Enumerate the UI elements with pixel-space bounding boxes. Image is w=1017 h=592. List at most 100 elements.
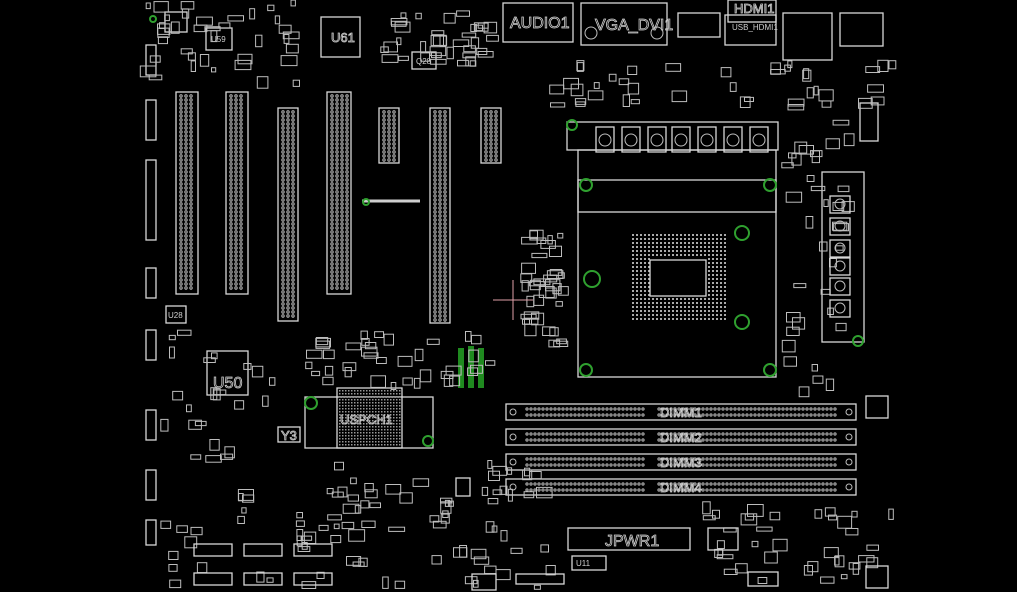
slot[interactable] xyxy=(429,107,451,324)
ball xyxy=(712,302,714,304)
slot[interactable] xyxy=(175,91,199,295)
ball xyxy=(724,250,726,252)
ball xyxy=(369,432,371,434)
pin xyxy=(281,122,285,126)
slot[interactable] xyxy=(277,107,299,322)
pin xyxy=(829,407,833,411)
ball xyxy=(366,435,368,437)
pin xyxy=(291,202,295,206)
pin xyxy=(335,226,339,230)
u50-chip[interactable] xyxy=(206,350,249,396)
slot[interactable] xyxy=(225,91,249,295)
ball xyxy=(363,390,365,392)
audio-connector[interactable] xyxy=(502,2,574,43)
smd-part xyxy=(806,87,814,99)
dimm-slot[interactable] xyxy=(505,403,857,421)
pin xyxy=(561,432,565,436)
u59-label: U59 xyxy=(211,35,226,44)
ball xyxy=(348,444,350,446)
smd-part xyxy=(443,374,454,387)
pch-chip[interactable]: USPCH1 xyxy=(304,387,434,449)
pin xyxy=(709,482,713,486)
hdmi-connector[interactable] xyxy=(727,0,777,23)
ball xyxy=(712,314,714,316)
jpwr1-connector[interactable] xyxy=(567,527,691,551)
pin xyxy=(749,407,753,411)
smd-part xyxy=(757,577,768,584)
ball xyxy=(712,266,714,268)
usb-connector[interactable] xyxy=(677,12,721,38)
usb-hdmi-connector[interactable] xyxy=(724,14,777,46)
pin xyxy=(281,182,285,186)
ball xyxy=(378,438,380,440)
smd-part xyxy=(176,525,188,533)
ball xyxy=(692,246,694,248)
pin xyxy=(286,186,290,190)
usb-lan-connector[interactable] xyxy=(839,12,884,47)
pin xyxy=(484,130,488,134)
pin xyxy=(286,250,290,254)
pin xyxy=(641,432,645,436)
ball xyxy=(716,318,718,320)
ball xyxy=(708,294,710,296)
u61-label: U61 xyxy=(331,30,355,45)
smd-part xyxy=(348,529,366,542)
ball xyxy=(708,238,710,240)
pin xyxy=(239,126,243,130)
lan-connector[interactable] xyxy=(782,12,833,61)
u28-chip[interactable] xyxy=(165,305,187,324)
dimm-slot[interactable] xyxy=(505,453,857,471)
pin xyxy=(593,488,597,492)
pin xyxy=(757,432,761,436)
ball xyxy=(692,310,694,312)
ball xyxy=(342,405,344,407)
slot[interactable] xyxy=(378,107,400,164)
pin xyxy=(340,270,344,274)
vga-dvi-connector[interactable] xyxy=(580,2,668,46)
pin xyxy=(340,154,344,158)
pin xyxy=(291,146,295,150)
y3-crystal[interactable] xyxy=(277,426,301,443)
pin xyxy=(773,407,777,411)
pin xyxy=(345,226,349,230)
pin xyxy=(239,194,243,198)
pin xyxy=(189,230,193,234)
pin xyxy=(340,174,344,178)
pin xyxy=(494,118,498,122)
pin xyxy=(443,178,447,182)
pin xyxy=(340,106,344,110)
pin xyxy=(637,457,641,461)
pin xyxy=(340,186,344,190)
slot[interactable] xyxy=(326,91,352,295)
pin xyxy=(677,407,681,411)
ball xyxy=(369,402,371,404)
pin xyxy=(489,134,493,138)
pin xyxy=(785,488,789,492)
pin xyxy=(179,270,183,274)
pin xyxy=(625,432,629,436)
pin xyxy=(489,142,493,146)
dimm-slot[interactable] xyxy=(505,478,857,496)
u61-chip[interactable] xyxy=(320,16,361,58)
smd-part xyxy=(184,536,198,549)
cpu-socket[interactable] xyxy=(566,121,865,378)
pin xyxy=(443,206,447,210)
pin xyxy=(443,214,447,218)
ball xyxy=(636,254,638,256)
pin xyxy=(829,457,833,461)
slot[interactable] xyxy=(480,107,502,164)
pin xyxy=(609,432,613,436)
pin xyxy=(621,407,625,411)
ball xyxy=(387,432,389,434)
dimm-slot[interactable] xyxy=(505,428,857,446)
pin xyxy=(601,432,605,436)
u11-chip[interactable] xyxy=(571,555,607,571)
pin xyxy=(335,130,339,134)
header xyxy=(145,44,157,76)
ball xyxy=(724,278,726,280)
pin xyxy=(533,432,537,436)
ball xyxy=(381,432,383,434)
pin xyxy=(725,438,729,442)
pin xyxy=(745,463,749,467)
